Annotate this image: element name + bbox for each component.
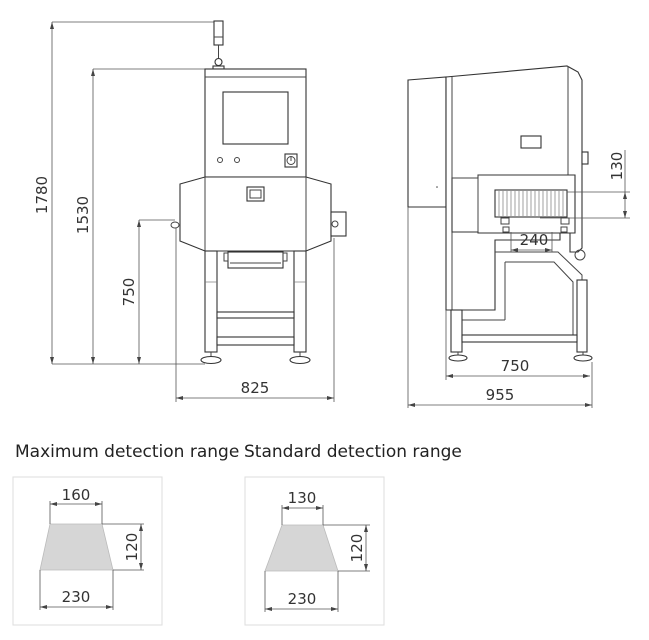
max-height: 120 [123,533,141,562]
max-top-width: 160 [62,486,91,504]
display-screen [222,91,289,145]
conveyor-belt [494,189,586,261]
standard-bottom-width: 230 [288,590,317,608]
max-range-title: Maximum detection range [15,442,239,462]
upper-cabinet [204,68,307,178]
dim-750-side: 750 [445,310,590,380]
front-stand [200,250,311,365]
dim-label-1780: 1780 [33,176,51,214]
signal-beacon [212,20,225,70]
side-stand [448,251,593,362]
standard-detection-range: Standard detection range 130 120 230 [244,442,462,626]
dim-1780: 1780 [33,21,222,364]
dim-750-front: 750 [120,219,175,364]
dim-label-750-side: 750 [501,357,530,375]
side-window [520,135,542,149]
knob-icon [234,157,240,163]
max-bottom-width: 230 [62,588,91,606]
back-panel [407,76,447,208]
dim-955: 955 [407,207,593,408]
tunnel-housing [170,176,347,252]
detection-area-shape [39,523,114,571]
dim-130: 130 [540,150,630,219]
front-view: 1780 1530 750 825 [33,20,347,402]
dim-825: 825 [175,228,335,402]
max-detection-range: Maximum detection range 160 120 230 [12,442,239,626]
standard-height: 120 [348,534,366,563]
standard-range-title: Standard detection range [244,442,462,462]
dim-label-240: 240 [520,231,549,249]
dim-1530: 1530 [74,68,205,364]
dim-label-750-front: 750 [120,278,138,307]
dim-label-1530: 1530 [74,196,92,234]
dim-240: 240 [510,231,553,252]
side-view: 130 240 750 955 [407,65,630,408]
dim-label-955: 955 [486,386,515,404]
dim-label-130: 130 [608,152,626,181]
main-body [445,65,589,311]
knob-icon [217,157,223,163]
dim-label-825: 825 [241,379,270,397]
standard-top-width: 130 [288,489,317,507]
reject-tray [223,251,288,269]
